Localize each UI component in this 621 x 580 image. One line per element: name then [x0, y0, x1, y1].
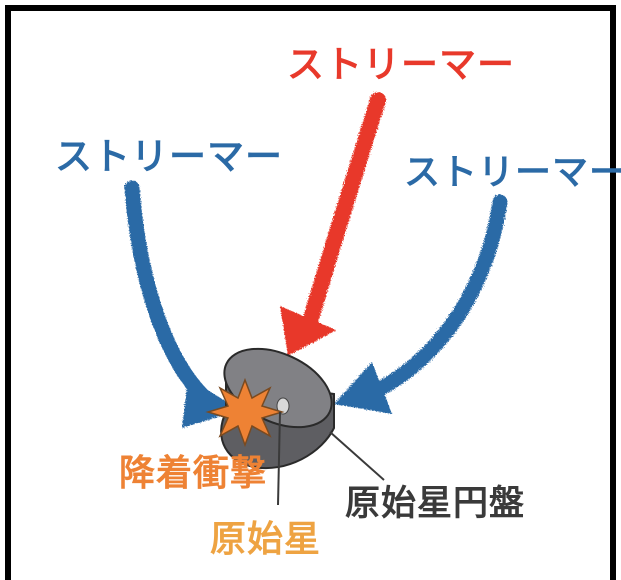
- frame-border: [5, 5, 616, 580]
- streamer-label-top: ストリーマー: [287, 43, 515, 86]
- right-streamer-arrow: [334, 194, 508, 414]
- streamer-label-right: ストリーマー: [404, 152, 621, 193]
- left-streamer-arrow: [124, 180, 240, 428]
- disk-leader-line: [329, 431, 385, 481]
- accretion-shock-label: 降着衝撃: [119, 453, 268, 494]
- starburst-icon: [205, 377, 285, 448]
- protostar-leader-line: [277, 411, 281, 506]
- streamer-label-left: ストリーマー: [55, 135, 283, 178]
- protostar-label: 原始星: [210, 519, 322, 560]
- protostar-dot-icon: [276, 397, 290, 415]
- top-streamer-arrow: [280, 92, 386, 356]
- protostellar-disk-label: 原始星円盤: [345, 484, 526, 524]
